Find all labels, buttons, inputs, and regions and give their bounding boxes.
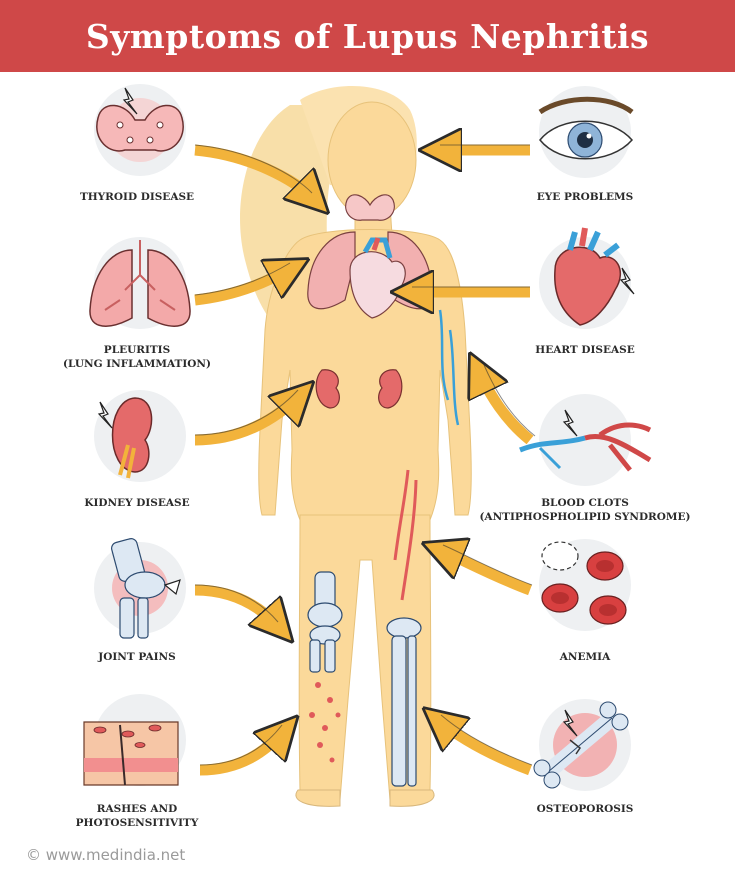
lungs-icon — [89, 237, 191, 329]
label-osteoporosis: OSTEOPOROSIS — [536, 803, 634, 815]
heart-icon — [539, 227, 635, 329]
label-thyroid-disease: THYROID DISEASE — [79, 191, 195, 203]
body-kidney-right — [378, 369, 403, 409]
label-rashes: RASHES AND PHOTOSENSITIVITY — [75, 803, 199, 829]
body-rash — [309, 682, 341, 763]
arrow-joint — [194, 584, 280, 628]
skin-rash-icon — [83, 694, 186, 786]
body-blood-vessels — [393, 469, 418, 601]
arrow-rash — [199, 730, 285, 776]
red-blood-cells-icon — [539, 539, 631, 631]
label-heart-disease: HEART DISEASE — [535, 344, 635, 356]
page-title: Symptoms of Lupus Nephritis — [85, 16, 650, 56]
kidney-icon — [94, 390, 186, 482]
body-thyroid — [345, 194, 395, 221]
blood-vessels-icon — [519, 394, 652, 486]
title-banner: Symptoms of Lupus Nephritis — [0, 0, 735, 72]
label-joint-pains: JOINT PAINS — [98, 651, 176, 663]
label-pleuritis: PLEURITIS (LUNG INFLAMMATION) — [63, 344, 211, 370]
knee-joint-icon — [94, 538, 186, 639]
arrow-blood-clots — [478, 370, 534, 445]
bone-icon — [533, 699, 631, 791]
arrow-thyroid — [194, 144, 315, 200]
thyroid-icon — [94, 84, 186, 176]
arrow-osteoporosis — [438, 720, 532, 776]
label-eye-problems: EYE PROBLEMS — [536, 191, 634, 203]
body-knee-bones — [307, 571, 343, 673]
arrow-lungs — [194, 268, 292, 306]
label-kidney-disease: KIDNEY DISEASE — [84, 497, 190, 509]
label-blood-clots: BLOOD CLOTS (ANTIPHOSPHOLIPID SYNDROME) — [479, 497, 691, 523]
arrows — [194, 144, 534, 776]
body-kidney-left — [315, 369, 340, 409]
eye-icon — [538, 86, 634, 178]
footer-credit: © www.medindia.net — [26, 846, 186, 864]
label-anemia: ANEMIA — [559, 651, 611, 663]
body-leg-bones — [386, 617, 422, 787]
body-veins — [438, 309, 460, 426]
arrow-anemia — [440, 550, 532, 596]
arrow-kidney — [194, 395, 300, 446]
